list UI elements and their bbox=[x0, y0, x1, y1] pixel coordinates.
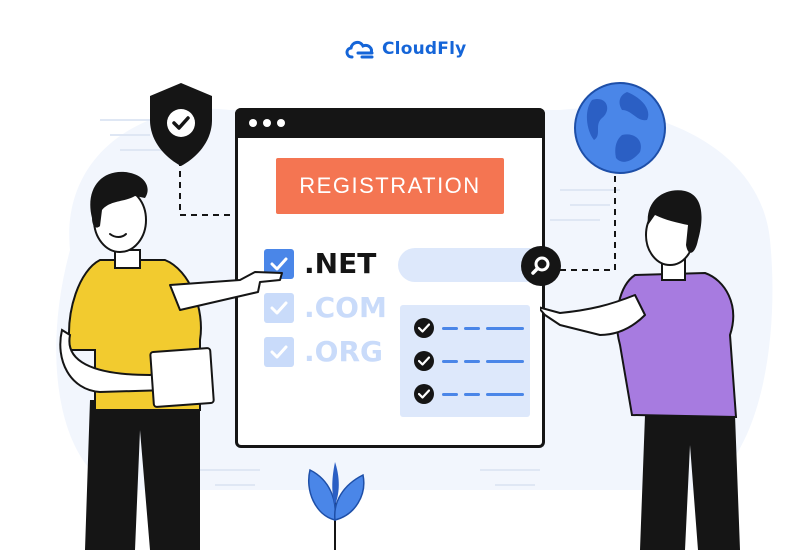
brand-name: CloudFly bbox=[382, 39, 467, 59]
window-dot bbox=[249, 119, 257, 127]
list-item bbox=[414, 351, 524, 371]
domain-option-com[interactable]: .COM bbox=[264, 291, 387, 324]
person-left-illustration bbox=[59, 171, 283, 550]
domain-label: .ORG bbox=[304, 335, 383, 368]
checkbox-checked-icon[interactable] bbox=[264, 292, 294, 323]
leaf-plant-icon bbox=[308, 462, 365, 550]
cloud-icon bbox=[344, 38, 376, 60]
list-item bbox=[414, 318, 524, 338]
window-dot bbox=[263, 119, 271, 127]
check-circle-icon bbox=[414, 351, 434, 371]
check-circle-icon bbox=[414, 384, 434, 404]
person-right-illustration bbox=[540, 190, 740, 550]
globe-icon bbox=[574, 82, 666, 174]
search-button[interactable] bbox=[521, 246, 561, 286]
check-circle-icon bbox=[414, 318, 434, 338]
registration-label: REGISTRATION bbox=[299, 173, 481, 198]
registration-button[interactable]: REGISTRATION bbox=[276, 158, 504, 214]
domain-option-org[interactable]: .ORG bbox=[264, 335, 383, 368]
list-item bbox=[414, 384, 524, 404]
checkbox-checked-icon[interactable] bbox=[264, 336, 294, 367]
brand-logo: CloudFly bbox=[344, 38, 466, 60]
domain-label: .COM bbox=[304, 291, 387, 324]
domain-label: .NET bbox=[304, 247, 377, 280]
results-panel bbox=[400, 305, 530, 417]
magnifier-icon bbox=[531, 256, 550, 275]
window-dot bbox=[277, 119, 285, 127]
shield-check-icon bbox=[150, 83, 212, 166]
browser-titlebar bbox=[235, 108, 545, 138]
